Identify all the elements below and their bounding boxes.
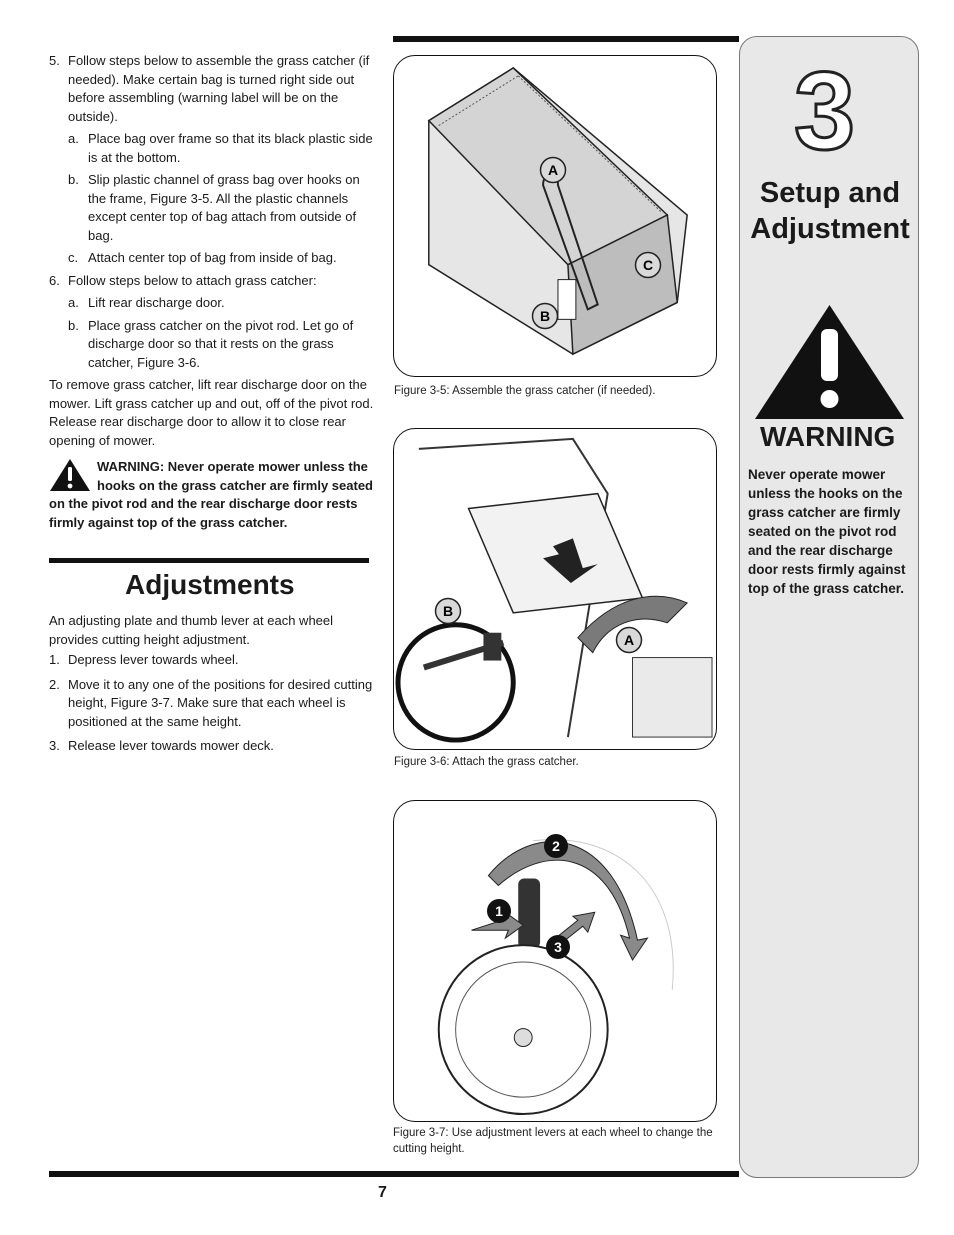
svg-text:C: C — [643, 257, 653, 273]
step-5c: c. Attach center top of bag from inside … — [68, 250, 337, 265]
chapter-sidebar — [739, 36, 919, 1178]
bottom-rule — [49, 1171, 739, 1177]
warning-triangle-icon — [755, 305, 904, 419]
chapter-number: 3 — [792, 49, 856, 175]
page-number: 7 — [378, 1184, 387, 1201]
instructions-column: 5. Follow steps below to assemble the gr… — [49, 52, 381, 532]
svg-text:2: 2 — [552, 838, 560, 854]
adjustments-rule — [49, 558, 369, 563]
svg-text:B: B — [443, 603, 453, 619]
attach-catcher-illustration — [395, 437, 713, 743]
step-6: 6. Follow steps below to attach grass ca… — [49, 272, 317, 288]
fig37-label-1: 1 — [486, 898, 512, 929]
svg-text:A: A — [548, 162, 558, 178]
sidebar-warning-heading: WARNING — [760, 421, 896, 452]
fig37-label-2: 2 — [543, 833, 569, 864]
figure-3-6 — [393, 428, 717, 750]
fig35-label-a: A — [539, 156, 567, 189]
figure-3-7-caption: Figure 3-7: Use adjustment levers at eac… — [393, 1127, 713, 1155]
fig35-label-c: C — [634, 251, 662, 284]
height-lever-illustration — [437, 839, 674, 1116]
inline-warning: WARNING: Never operate mower unless the … — [49, 459, 373, 530]
adj-step-2: 2. Move it to any one of the positions f… — [49, 676, 373, 729]
adjustments-heading: Adjustments — [125, 569, 295, 600]
step-6b: b. Place grass catcher on the pivot rod.… — [68, 317, 354, 370]
figure-3-5-caption: Figure 3-5: Assemble the grass catcher (… — [394, 385, 656, 397]
step-6a: a. Lift rear discharge door. — [68, 295, 225, 310]
remove-catcher-text: To remove grass catcher, lift rear disch… — [49, 377, 374, 448]
figure-3-6-caption: Figure 3-6: Attach the grass catcher. — [394, 756, 579, 768]
svg-text:B: B — [540, 308, 550, 324]
adjustments-intro: An adjusting plate and thumb lever at ea… — [49, 613, 334, 647]
step-5: 5. Follow steps below to assemble the gr… — [49, 53, 370, 124]
svg-text:A: A — [624, 632, 634, 648]
step-5b: b. Slip plastic channel of grass bag ove… — [68, 172, 360, 243]
adj-step-1: 1. Depress lever towards wheel. — [49, 652, 239, 667]
sidebar-warning-text: Never operate mower unless the hooks on … — [748, 467, 906, 596]
svg-text:3: 3 — [554, 939, 562, 955]
warning-triangle-icon — [50, 459, 90, 491]
chapter-title: Setup and Adjustment — [750, 177, 910, 245]
adjustments-body: An adjusting plate and thumb lever at ea… — [49, 612, 381, 760]
step-5a: a. Place bag over frame so that its blac… — [68, 131, 373, 165]
adj-step-3: 3. Release lever towards mower deck. — [49, 738, 274, 753]
svg-text:1: 1 — [495, 903, 503, 919]
fig36-label-a: A — [615, 626, 643, 659]
fig35-label-b: B — [531, 302, 559, 335]
top-rule — [393, 36, 739, 42]
fig36-label-b: B — [434, 597, 462, 630]
fig37-label-3: 3 — [545, 934, 571, 965]
